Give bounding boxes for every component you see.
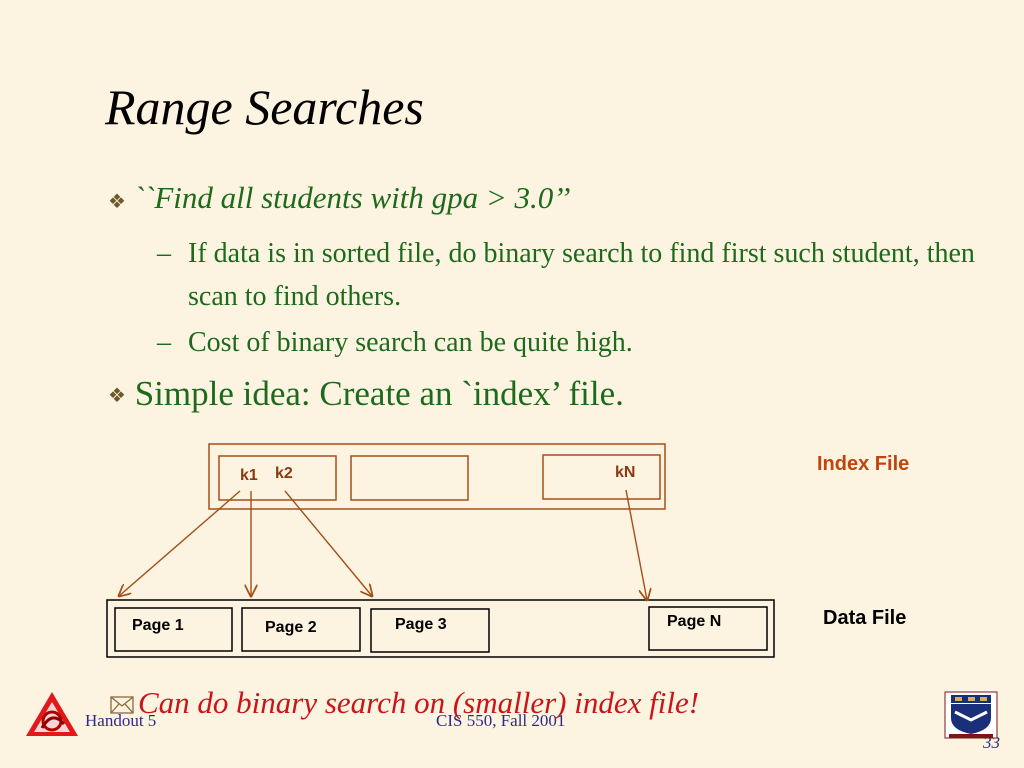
page-label-1: Page 1: [132, 617, 184, 634]
sub-bullet-2-text: Cost of binary search can be quite high.: [188, 327, 633, 358]
index-file-box: [208, 443, 666, 510]
key-label-k2: k2: [275, 465, 293, 482]
diamond-bullet-icon: ❖: [108, 191, 126, 213]
arrow-k2-page3: [284, 490, 372, 596]
bullet-2: ❖ Simple idea: Create an `index’ file.: [108, 374, 624, 414]
page-box-3: [370, 608, 490, 653]
footer-course: CIS 550, Fall 2001: [436, 711, 566, 730]
index-entry-box-3: [542, 454, 661, 500]
bullet-1-text: ``Find all students with gpa > 3.0’’: [133, 180, 571, 215]
page-label-n: Page N: [667, 613, 722, 630]
bullet-1: ❖ ``Find all students with gpa > 3.0’’: [108, 180, 571, 216]
page-box-n: [648, 606, 768, 651]
page-label-3: Page 3: [395, 616, 447, 633]
sub-bullet-2: – Cost of binary search can be quite hig…: [157, 321, 977, 364]
arrow-k1-page1: [119, 490, 241, 596]
dash-icon: –: [157, 327, 171, 358]
index-entry-box-1: [218, 455, 337, 501]
page-box-1: [114, 607, 233, 652]
key-label-k1: k1: [240, 467, 258, 484]
index-file-label: Index File: [817, 453, 910, 475]
sub-bullet-1: – If data is in sorted file, do binary s…: [157, 232, 977, 318]
envelope-icon: [110, 696, 134, 714]
conclusion-text: Can do binary search on (smaller) index …: [138, 685, 700, 720]
bullet-2-text: Simple idea: Create an `index’ file.: [134, 374, 624, 413]
footer-handout: Handout 5: [85, 711, 157, 730]
penn-shield-icon: [944, 691, 998, 739]
sub-bullet-1-text: If data is in sorted file, do binary sea…: [188, 238, 975, 312]
arrow-kn-pagen: [625, 489, 647, 600]
diamond-bullet-icon: ❖: [108, 385, 126, 407]
key-label-kn: kN: [615, 464, 636, 481]
page-box-2: [241, 607, 361, 652]
index-entry-box-2: [350, 455, 469, 501]
slide-title: Range Searches: [105, 79, 424, 135]
data-file-box: [106, 599, 775, 658]
conclusion: Can do binary search on (smaller) index …: [110, 685, 699, 721]
penn-logo-icon: [26, 692, 78, 736]
dash-icon: –: [157, 238, 171, 269]
data-file-label: Data File: [823, 607, 907, 629]
page-label-2: Page 2: [265, 619, 317, 636]
